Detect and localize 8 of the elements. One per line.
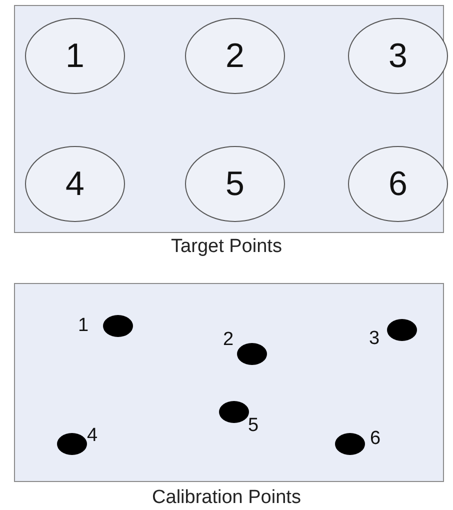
point-number: 2 (223, 330, 234, 349)
point-number: 3 (369, 329, 380, 348)
point-number: 5 (248, 416, 259, 435)
point-number: 1 (78, 316, 89, 335)
point-number: 6 (370, 429, 381, 448)
panel-caption: Target Points (170, 236, 283, 259)
panel-caption: Calibration Points (151, 487, 302, 510)
point-number: 4 (87, 426, 98, 445)
